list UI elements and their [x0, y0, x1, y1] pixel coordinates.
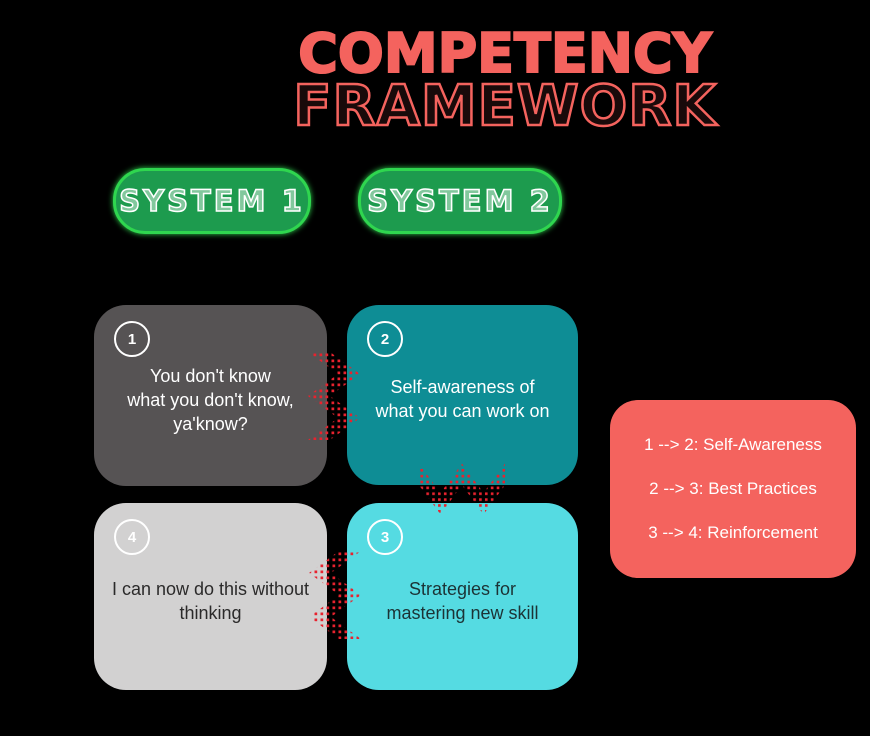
stage-2-text: Self-awareness of what you can work on: [375, 377, 550, 421]
stage-3-box: 3 Strategies for mastering new skill: [347, 503, 578, 690]
system-1-label: SYSTEM 1: [119, 183, 305, 219]
system-2-badge: SYSTEM 2: [358, 168, 562, 234]
step-4-number-badge: 4: [114, 519, 150, 555]
stage-1-text: You don't know what you don't know, ya'k…: [127, 365, 294, 434]
system-2-label: SYSTEM 2: [367, 183, 553, 219]
legend-item: 1 --> 2: Self-Awareness: [644, 435, 822, 454]
title-line-framework: FRAMEWORK: [292, 74, 717, 139]
legend-item: 2 --> 3: Best Practices: [649, 479, 817, 498]
halftone-arrow-right-icon: [308, 352, 360, 440]
stage-4-box: 4 I can now do this without thinking: [94, 503, 327, 690]
step-1-number: 1: [127, 330, 137, 348]
legend-item: 3 --> 4: Reinforcement: [648, 523, 818, 542]
halftone-arrow-down-icon: [419, 463, 505, 515]
step-2-number: 2: [380, 330, 390, 348]
stage-1-box: 1 You don't know what you don't know, ya…: [94, 305, 327, 486]
step-3-number: 3: [380, 528, 390, 546]
transitions-legend-box: 1 --> 2: Self-Awareness 2 --> 3: Best Pr…: [610, 400, 856, 578]
step-3-number-badge: 3: [367, 519, 403, 555]
stage-4-text: I can now do this without thinking: [111, 578, 310, 623]
page-title: COMPETENCY FRAMEWORK: [280, 22, 730, 139]
stage-3-text: Strategies for mastering new skill: [386, 578, 539, 623]
step-4-number: 4: [127, 528, 137, 546]
halftone-arrow-left-icon: [309, 551, 361, 639]
step-1-number-badge: 1: [114, 321, 150, 357]
system-1-badge: SYSTEM 1: [113, 168, 311, 234]
title-line-competency: COMPETENCY: [297, 22, 712, 85]
step-2-number-badge: 2: [367, 321, 403, 357]
stage-2-box: 2 Self-awareness of what you can work on: [347, 305, 578, 485]
